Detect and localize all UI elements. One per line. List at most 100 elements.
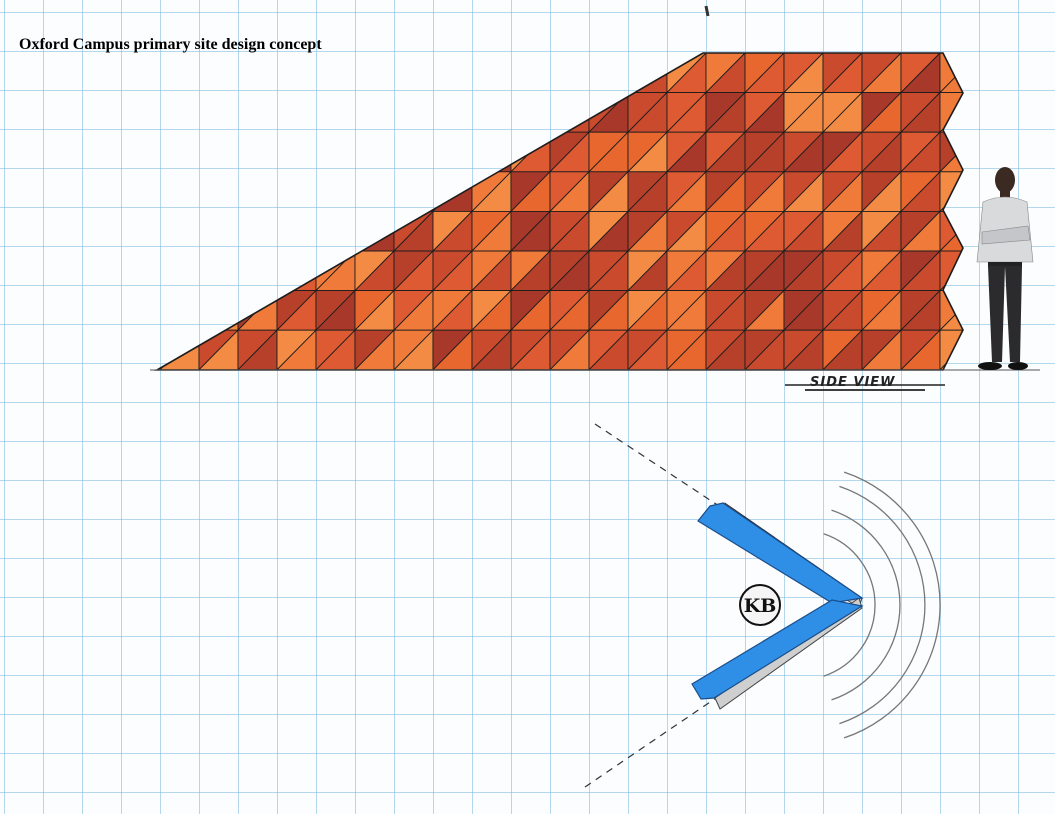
facade-triangle [393, 171, 435, 213]
facade-triangle [548, 53, 590, 94]
facade-triangle [393, 92, 435, 134]
facade-triangle [236, 131, 278, 173]
facade-triangle [626, 53, 668, 94]
facade-triangle [198, 171, 240, 213]
facade-triangle [392, 91, 434, 133]
facade-triangle [237, 92, 279, 134]
standing-man-figure [976, 167, 1034, 370]
facade-triangle [197, 249, 239, 292]
facade-triangle [315, 210, 357, 253]
facade-triangle [314, 91, 356, 133]
facade-triangle [158, 249, 200, 292]
facade-triangle [588, 53, 630, 94]
facade-triangle [198, 131, 240, 173]
facade-triangle [276, 92, 318, 134]
facade-triangle [471, 131, 513, 173]
facade-triangle [353, 53, 395, 94]
facade-triangle [432, 53, 474, 94]
facade-triangle [275, 249, 317, 292]
facade-triangle [275, 91, 317, 133]
facade-triangle [198, 92, 240, 134]
facade-triangle [237, 250, 279, 292]
facade-triangle [353, 170, 395, 212]
facade-triangle [587, 91, 629, 133]
facade-triangle [158, 131, 200, 173]
facade-triangle [314, 210, 356, 252]
facade-triangle [315, 53, 357, 94]
facade-triangle [470, 131, 512, 173]
facade-triangle [198, 250, 240, 292]
facade-triangle [236, 170, 278, 212]
facade-triangle [197, 210, 239, 252]
facade-triangle [237, 131, 279, 173]
facade-triangle [314, 249, 356, 292]
facade-triangle [159, 290, 201, 332]
facade-triangle [159, 53, 201, 94]
facade-triangle [354, 53, 396, 94]
facade-triangle [276, 210, 318, 253]
facade-triangle [314, 53, 356, 94]
facade-triangle [237, 171, 279, 213]
blue-wall-upper [697, 502, 864, 604]
facade-triangle [510, 92, 552, 134]
facade-triangle [197, 170, 239, 212]
facade-triangle [354, 92, 396, 134]
facade-triangle [432, 92, 474, 134]
page-title: Oxford Campus primary site design concep… [19, 36, 322, 53]
facade-triangle [548, 91, 590, 133]
facade-triangle [392, 53, 434, 94]
facade-triangle [198, 53, 240, 94]
facade-triangle [197, 289, 239, 331]
facade-triangle [471, 92, 513, 134]
facade-triangle [509, 91, 551, 133]
facade-triangle [198, 290, 240, 332]
facade-triangle [549, 53, 591, 94]
facade-triangle [509, 131, 551, 173]
pencil-mark [704, 5, 710, 17]
facade-triangle [159, 92, 201, 134]
side-view-facade [158, 53, 963, 370]
facade-triangle [471, 53, 513, 94]
facade-triangle [353, 91, 395, 133]
facade-triangle [431, 53, 473, 94]
axis-line-lower [584, 697, 717, 788]
facade-triangle [237, 53, 279, 94]
range-arc [831, 509, 901, 701]
facade-triangle [158, 53, 200, 94]
facade-triangle [587, 53, 629, 94]
facade-triangle [354, 131, 396, 173]
facade-triangle [237, 210, 279, 253]
range-arc [839, 485, 926, 725]
blue-wall-lower [691, 599, 864, 700]
facade-triangle [431, 91, 473, 133]
facade-outline [154, 52, 964, 371]
facade-triangle [197, 53, 239, 94]
facade-triangle [314, 131, 356, 173]
facade-triangle [314, 170, 356, 212]
side-view-label: SIDE VIEW [810, 375, 896, 390]
facade-triangle [470, 53, 512, 94]
facade-triangle [510, 53, 552, 94]
facade-triangle [354, 171, 396, 213]
facade-triangle [353, 210, 395, 252]
facade-triangle [315, 171, 357, 213]
facade-triangle [276, 53, 318, 94]
concentric-arcs [823, 471, 941, 739]
facade-triangle [197, 91, 239, 133]
facade-triangle [470, 91, 512, 133]
facade-triangle [276, 131, 318, 173]
facade-triangle [315, 131, 357, 173]
facade-triangle [392, 170, 434, 212]
facade-triangle [276, 171, 318, 213]
facade-triangle [393, 53, 435, 94]
facade-triangle [158, 210, 200, 252]
facade-triangle [353, 131, 395, 173]
facade-triangle [158, 289, 200, 331]
facade-triangle [236, 210, 278, 252]
facade-triangle [275, 53, 317, 94]
plan-view: KB [584, 423, 941, 788]
facade-triangle [197, 131, 239, 173]
facade-triangle [198, 210, 240, 253]
axis-line-upper [594, 423, 723, 509]
